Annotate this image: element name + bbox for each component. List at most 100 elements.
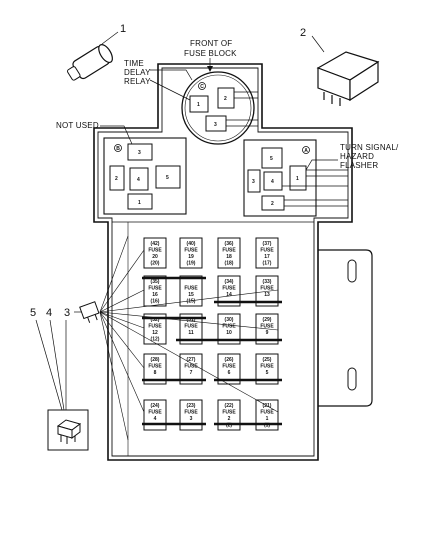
fuse-leader: [99, 249, 145, 313]
fuse-label-num: 16: [152, 292, 158, 298]
micro-relay-inset-box: [47, 409, 89, 451]
fuse-label-num: 5: [266, 370, 269, 376]
fuse-label-top: (22): [225, 403, 234, 409]
fuse-label-mid: FUSE: [184, 324, 198, 330]
bracket-slot-bottom: [347, 367, 357, 391]
fuse-label-num: 9: [266, 330, 269, 336]
fuse-label-bot: (1): [264, 423, 270, 429]
round-relay-3-label: 3: [214, 122, 217, 128]
callout-3: 3: [64, 307, 70, 319]
time-delay-relay-label-line1: TIME: [124, 59, 144, 68]
fuse-label-top: (42): [151, 241, 160, 247]
left-relay-5: [155, 165, 181, 189]
fuse-label-mid: FUSE: [184, 286, 198, 292]
fuse-label-bot: (16): [151, 299, 160, 305]
fuse-label-bot: (12): [151, 337, 160, 343]
leader-line-1: [101, 31, 119, 45]
turn-signal-label-line3: FLASHER: [340, 161, 378, 170]
fuse-label-mid: FUSE: [260, 286, 274, 292]
fuse-label-bot: (20): [151, 261, 160, 267]
left-relay-2: [109, 165, 125, 191]
fuse-label-bot: (19): [187, 261, 196, 267]
fuse-cavity: [217, 353, 241, 385]
fuse-label-mid: FUSE: [260, 248, 274, 254]
fuse-label-mid: FUSE: [222, 286, 236, 292]
fuse-label-mid: FUSE: [260, 410, 274, 416]
fuse-leader: [99, 311, 145, 329]
fuse-label-num: 19: [188, 254, 194, 260]
left-relay-2-label: 2: [115, 176, 118, 182]
fuse-label-bot: (18): [225, 261, 234, 267]
left-relay-cluster-frame: [103, 137, 187, 215]
round-relay-1-label: 1: [197, 102, 200, 108]
leader-line-5: [35, 319, 63, 411]
fuse-leader-lines: [99, 235, 279, 441]
relay-cube-part: [316, 51, 380, 106]
fuse-label-mid: FUSE: [222, 410, 236, 416]
time-delay-leader-2: [149, 79, 191, 101]
fuse-label-top: (36): [225, 241, 234, 247]
fuse-label-top: (24): [151, 403, 160, 409]
front-of-label-line2: FUSE BLOCK: [184, 49, 237, 58]
callout-5: 5: [30, 307, 36, 319]
fuse-label-top: (35): [151, 279, 160, 285]
fuse-label-num: 11: [188, 330, 194, 336]
fuse-label-mid: FUSE: [184, 410, 198, 416]
fuse-leader: [99, 289, 279, 313]
right-relay-2: [261, 195, 285, 211]
fuse-label-num: 3: [190, 416, 193, 422]
right-relay-5-label: 5: [270, 156, 273, 162]
fuse-cavity: [255, 353, 279, 385]
fuse-label-bot: (2): [226, 423, 232, 429]
right-relay-1: [289, 165, 307, 191]
fuse-label-mid: FUSE: [148, 286, 162, 292]
left-relay-4-label: 4: [137, 177, 140, 183]
fuse-leader: [99, 311, 145, 369]
left-relay-3-label: 3: [138, 150, 141, 156]
fuse-label-mid: FUSE: [260, 364, 274, 370]
right-relay-5: [261, 147, 283, 169]
fuse-cavity: [143, 237, 167, 269]
time-delay-relay-part: [67, 44, 113, 81]
micro-relay-part: [56, 419, 82, 444]
fuse-label-mid: FUSE: [148, 248, 162, 254]
fuse-label-num: 12: [152, 330, 158, 336]
fuse-label-mid: FUSE: [148, 364, 162, 370]
turn-signal-leader: [305, 159, 338, 171]
fuse-label-mid: FUSE: [148, 324, 162, 330]
fuse-cavity: [179, 237, 203, 269]
connector-a-label: A: [304, 148, 308, 154]
fuse-label-bot: (17): [263, 261, 272, 267]
fuse-block-outline: [93, 63, 353, 461]
fuse-cavity: [179, 399, 203, 431]
round-relay-2-label: 2: [224, 96, 227, 102]
connector-b-marker: [114, 144, 122, 152]
fuse-cavity: [179, 275, 203, 307]
round-relay-1: [189, 95, 209, 113]
time-delay-relay-socket-inner: [184, 74, 252, 142]
right-relay-2-label: 2: [271, 201, 274, 207]
fuse-cavity: [143, 275, 167, 307]
fuse-label-num: 8: [154, 370, 157, 376]
fuse-label-num: 13: [264, 292, 270, 298]
turn-signal-label-line1: TURN SIGNAL/: [340, 143, 399, 152]
front-of-label-line1: FRONT OF: [190, 39, 232, 48]
fuse-label-mid: FUSE: [222, 364, 236, 370]
time-delay-relay-label-line2: DELAY: [124, 68, 151, 77]
fuse-cavity: [217, 399, 241, 431]
fuse-label-num: 6: [228, 370, 231, 376]
fuse-cavity: [217, 313, 241, 345]
fuse-cavity: [255, 275, 279, 307]
